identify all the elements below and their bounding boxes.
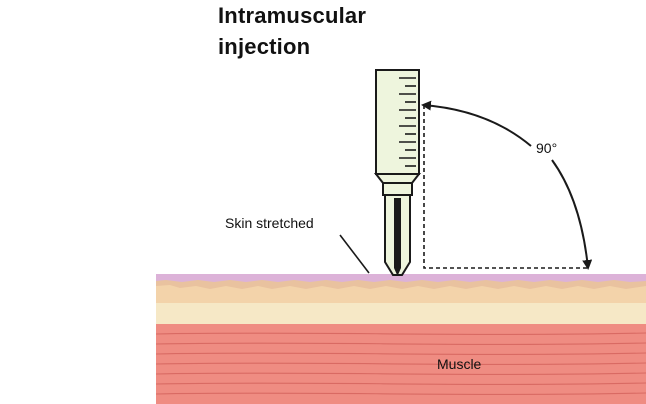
muscle-fibers — [155, 332, 646, 395]
skin-surface-layer — [156, 274, 646, 282]
needle — [394, 198, 401, 276]
title-line-2: injection — [218, 34, 311, 59]
needle-hub — [382, 182, 413, 196]
syringe-barrel — [375, 69, 420, 175]
syringe-scale-marks — [399, 77, 416, 167]
angle-label: 90° — [536, 140, 557, 156]
angle-arc-upper — [421, 100, 532, 147]
muscle-label: Muscle — [437, 356, 482, 372]
title-line-1: Intramuscular — [218, 3, 367, 28]
reference-lines — [423, 105, 590, 269]
syringe-tip — [373, 173, 422, 184]
skin-leader-line — [339, 234, 370, 274]
skin-stretched-label: Skin stretched — [225, 215, 314, 231]
angle-indicator: 90° — [421, 100, 593, 270]
tissue-layers — [155, 274, 646, 404]
skin-annotation: Skin stretched — [225, 215, 370, 274]
subcutaneous-fat-layer — [156, 302, 646, 324]
syringe — [373, 69, 422, 276]
angle-arc-lower — [551, 159, 593, 270]
diagram-title: Intramuscular injection — [218, 0, 366, 62]
